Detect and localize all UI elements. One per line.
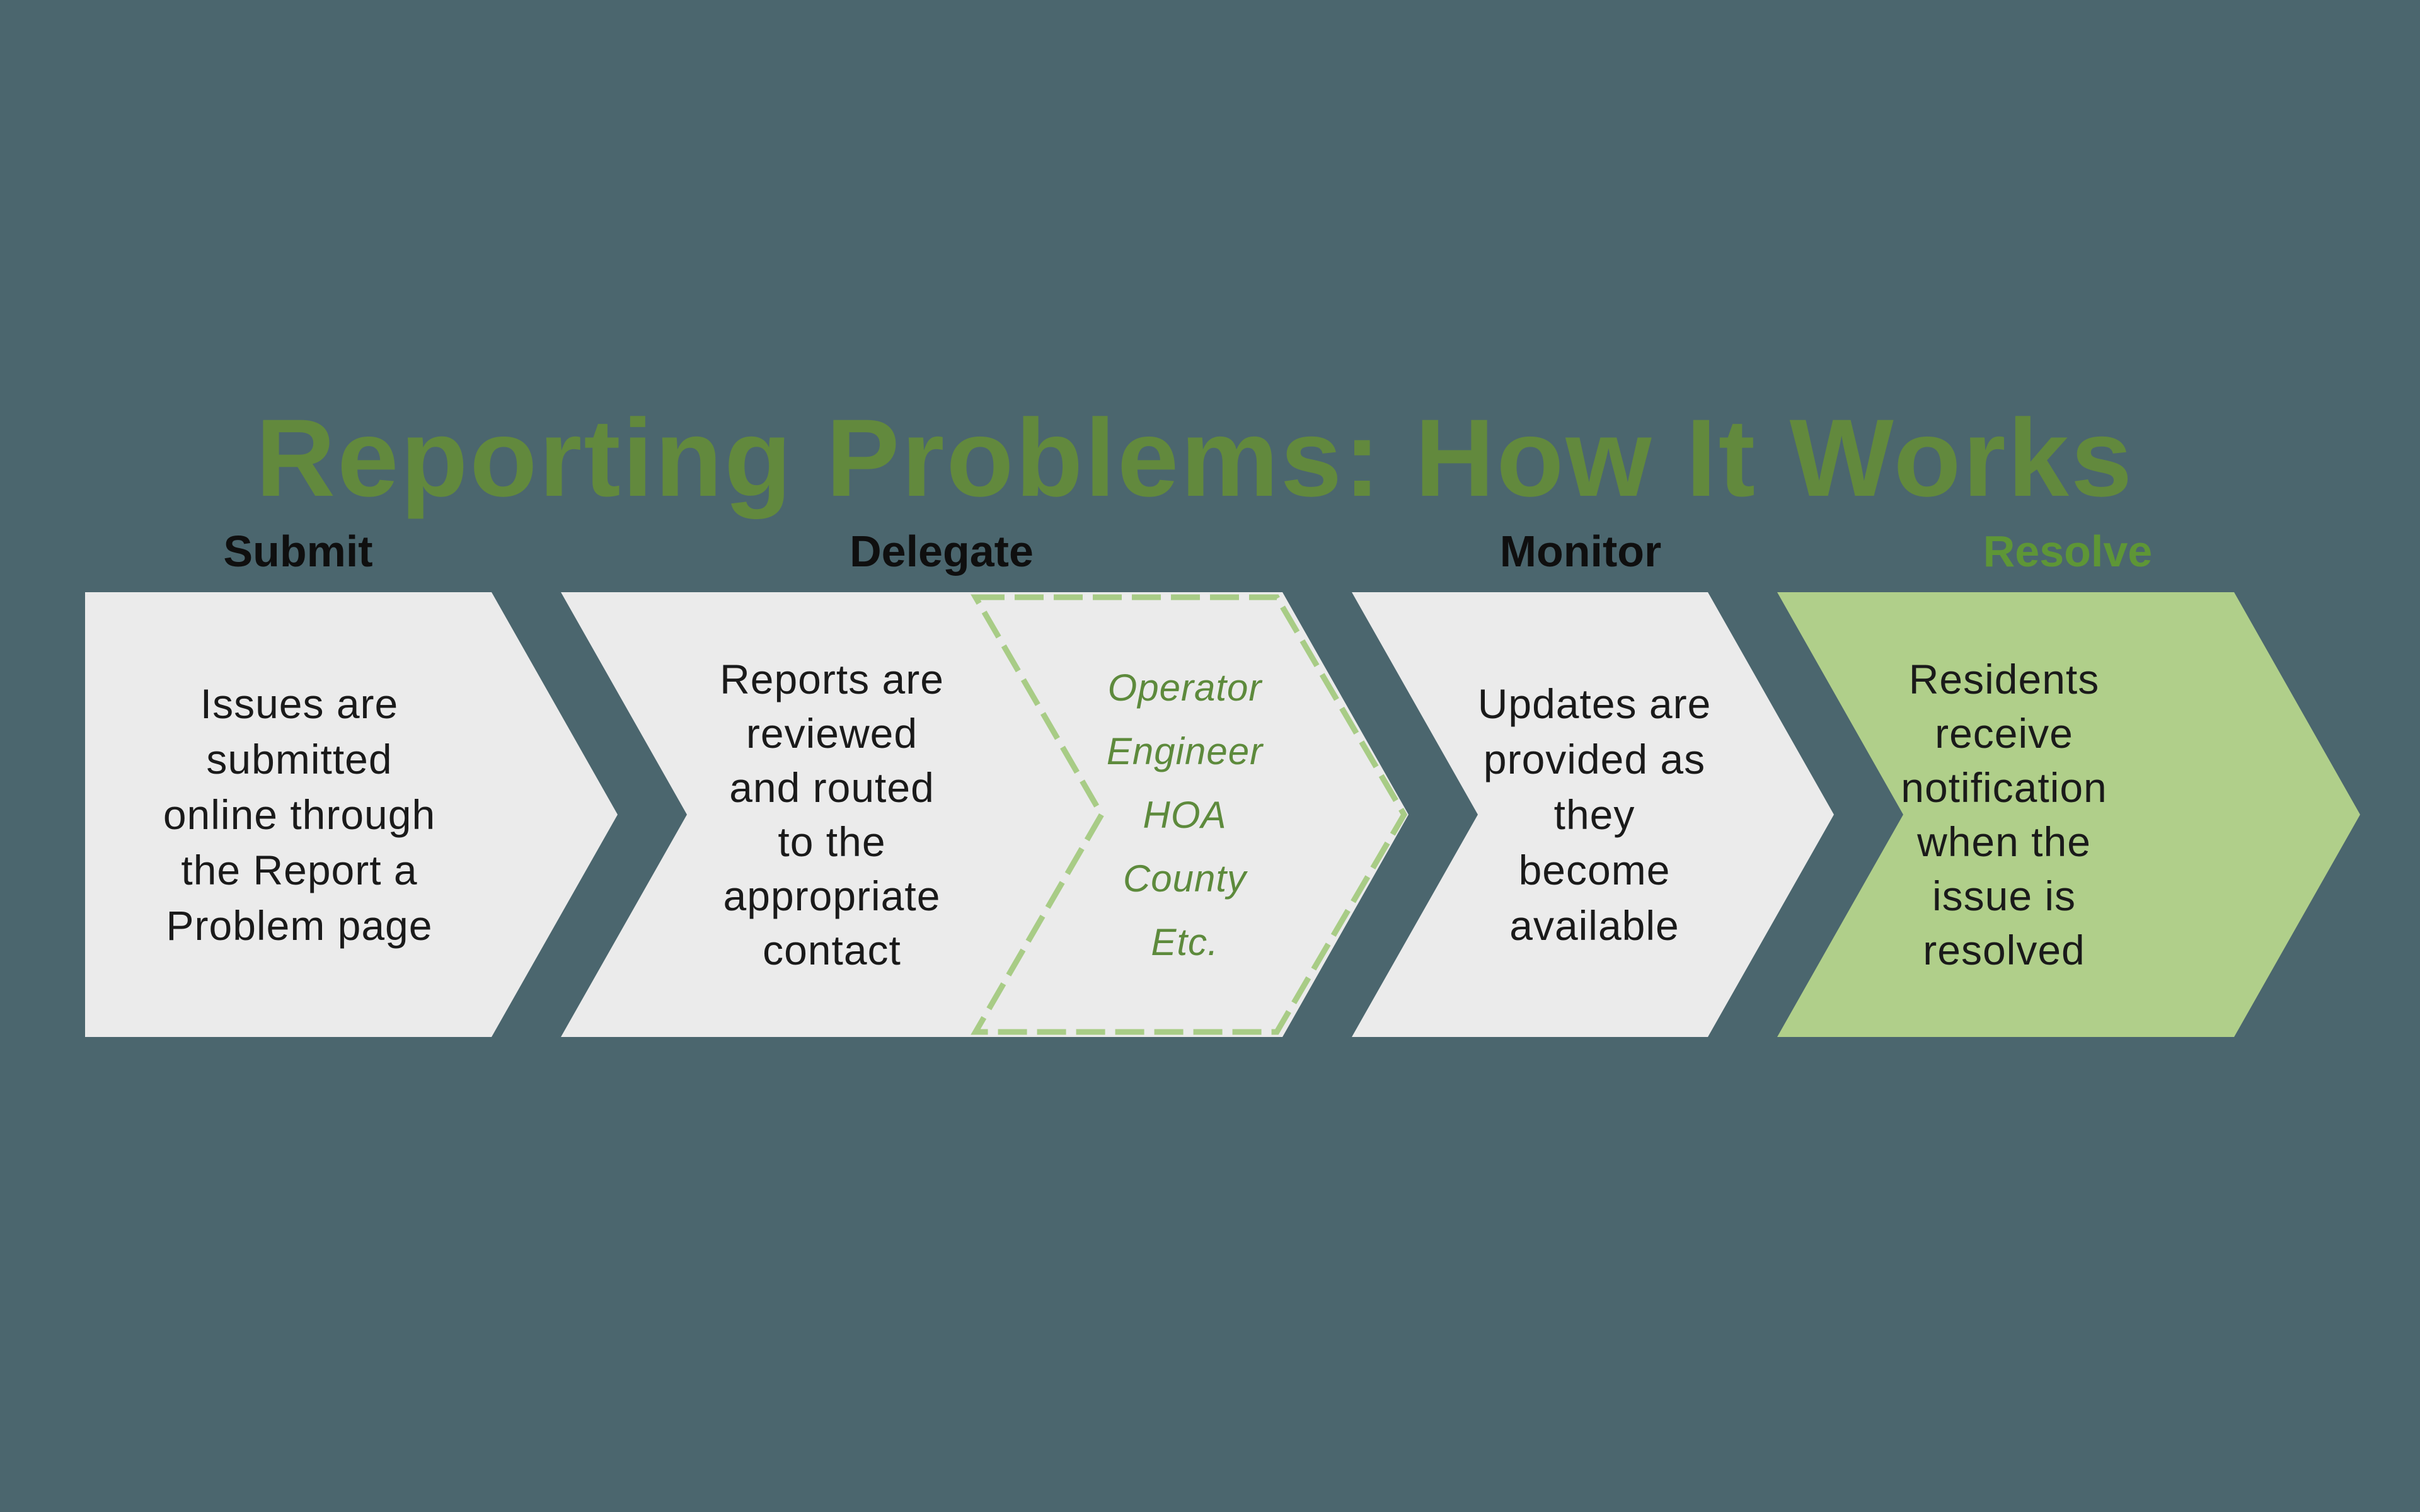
monitor-arrow-shape: [1352, 592, 1834, 1037]
delegate-step-text: Reports are reviewed and routed to the a…: [720, 656, 944, 973]
delegate-arrow-shape: [561, 592, 1409, 1037]
step-label-resolve: Resolve: [1983, 527, 2153, 576]
step-label-delegate: Delegate: [850, 527, 1034, 576]
delegate-contacts-list: Operator Engineer HOA County Etc.: [1106, 666, 1264, 963]
step-label-submit: Submit: [223, 527, 373, 576]
submit-arrow-shape: [85, 592, 618, 1037]
step-label-monitor: Monitor: [1499, 527, 1662, 576]
monitor-step-text: Updates are provided as they become avai…: [1477, 680, 1712, 949]
submit-step-text: Issues are submitted online through the …: [163, 680, 436, 949]
delegate-contacts-dashed-outline: [971, 594, 1408, 1035]
resolve-arrow-shape: [1777, 592, 2360, 1037]
page-title: Reporting Problems: How It Works: [255, 397, 2135, 520]
resolve-step-text: Residents receive notification when the …: [1901, 656, 2107, 973]
